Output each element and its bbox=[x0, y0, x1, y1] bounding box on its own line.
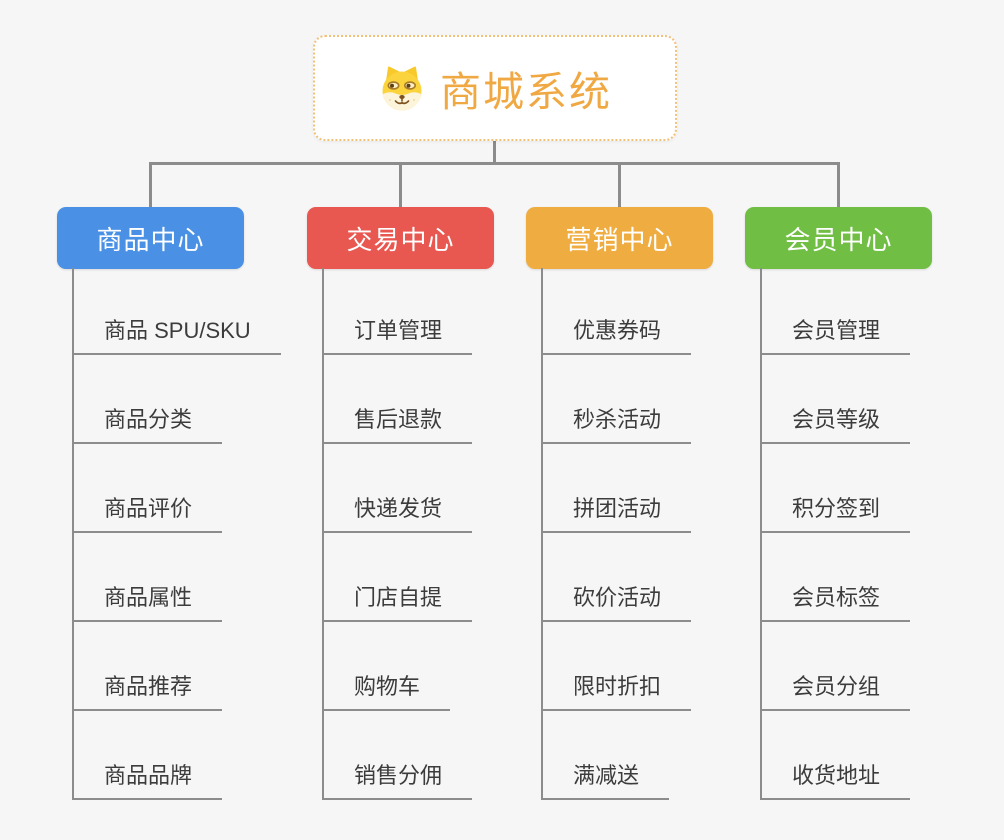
branch-header-trade-center[interactable]: 交易中心 bbox=[307, 207, 494, 269]
branch-header-member-center[interactable]: 会员中心 bbox=[745, 207, 932, 269]
topic-group-buy[interactable]: 拼团活动 bbox=[541, 487, 692, 533]
topic-store-pickup[interactable]: 门店自提 bbox=[322, 576, 473, 622]
topic-product-recommend[interactable]: 商品推荐 bbox=[72, 665, 223, 711]
connector-root-stem bbox=[493, 140, 496, 164]
topic-flash-sale[interactable]: 秒杀活动 bbox=[541, 398, 692, 444]
connector-trunk-product-center bbox=[72, 268, 74, 800]
root-node[interactable]: 商城系统 bbox=[313, 35, 677, 141]
connector-drop-3 bbox=[618, 162, 621, 208]
topic-after-sale-refund[interactable]: 售后退款 bbox=[322, 398, 473, 444]
connector-trunk-marketing-center bbox=[541, 268, 543, 800]
branch-header-product-center[interactable]: 商品中心 bbox=[57, 207, 244, 269]
topic-coupon-code[interactable]: 优惠券码 bbox=[541, 309, 692, 355]
topic-points-checkin[interactable]: 积分签到 bbox=[760, 487, 911, 533]
topic-bargain[interactable]: 砍价活动 bbox=[541, 576, 692, 622]
topic-shipping-address[interactable]: 收货地址 bbox=[760, 754, 911, 800]
topic-member-group[interactable]: 会员分组 bbox=[760, 665, 911, 711]
connector-drop-1 bbox=[149, 162, 152, 208]
topic-member-management[interactable]: 会员管理 bbox=[760, 309, 911, 355]
topic-limited-time-discount[interactable]: 限时折扣 bbox=[541, 665, 692, 711]
connector-drop-4 bbox=[837, 162, 840, 208]
connector-trunk-trade-center bbox=[322, 268, 324, 800]
topic-full-reduction[interactable]: 满减送 bbox=[541, 754, 670, 800]
topic-express-delivery[interactable]: 快递发货 bbox=[322, 487, 473, 533]
topic-member-tag[interactable]: 会员标签 bbox=[760, 576, 911, 622]
connector-trunk-member-center bbox=[760, 268, 762, 800]
topic-sales-commission[interactable]: 销售分佣 bbox=[322, 754, 473, 800]
topic-product-spu-sku[interactable]: 商品 SPU/SKU bbox=[72, 309, 281, 355]
root-title: 商城系统 bbox=[440, 69, 612, 115]
topic-product-brand[interactable]: 商品品牌 bbox=[72, 754, 223, 800]
branch-header-marketing-center[interactable]: 营销中心 bbox=[526, 207, 713, 269]
connector-drop-2 bbox=[399, 162, 402, 208]
connector-rail bbox=[149, 162, 840, 165]
topic-order-management[interactable]: 订单管理 bbox=[322, 309, 473, 355]
topic-member-level[interactable]: 会员等级 bbox=[760, 398, 911, 444]
topic-product-attribute[interactable]: 商品属性 bbox=[72, 576, 223, 622]
topic-shopping-cart[interactable]: 购物车 bbox=[322, 665, 451, 711]
topic-product-category[interactable]: 商品分类 bbox=[72, 398, 223, 444]
topic-product-review[interactable]: 商品评价 bbox=[72, 487, 223, 533]
doge-icon bbox=[378, 64, 426, 112]
